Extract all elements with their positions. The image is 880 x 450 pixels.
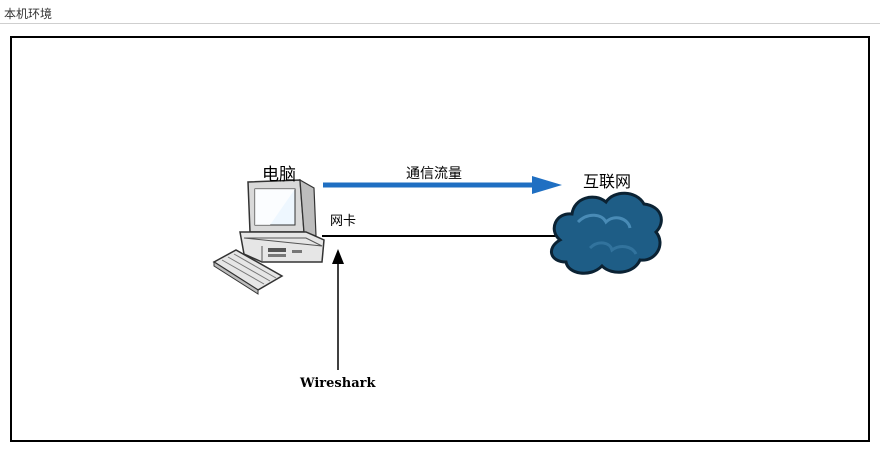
traffic-label: 通信流量: [406, 166, 462, 182]
internet-label: 互联网: [583, 172, 632, 191]
computer-icon: [239, 178, 325, 263]
wireshark-label: Wireshark: [300, 376, 376, 391]
traffic-arrow: [323, 176, 562, 194]
keyboard-icon: [212, 249, 284, 295]
page-title: 本机环境: [4, 7, 53, 21]
page-header: 本机环境: [0, 0, 880, 24]
cloud-icon: [550, 191, 663, 275]
computer-label: 电脑: [262, 165, 296, 185]
nic-label: 网卡: [330, 214, 357, 229]
diagram-frame: [10, 36, 870, 442]
wireshark-arrow: [332, 249, 344, 370]
